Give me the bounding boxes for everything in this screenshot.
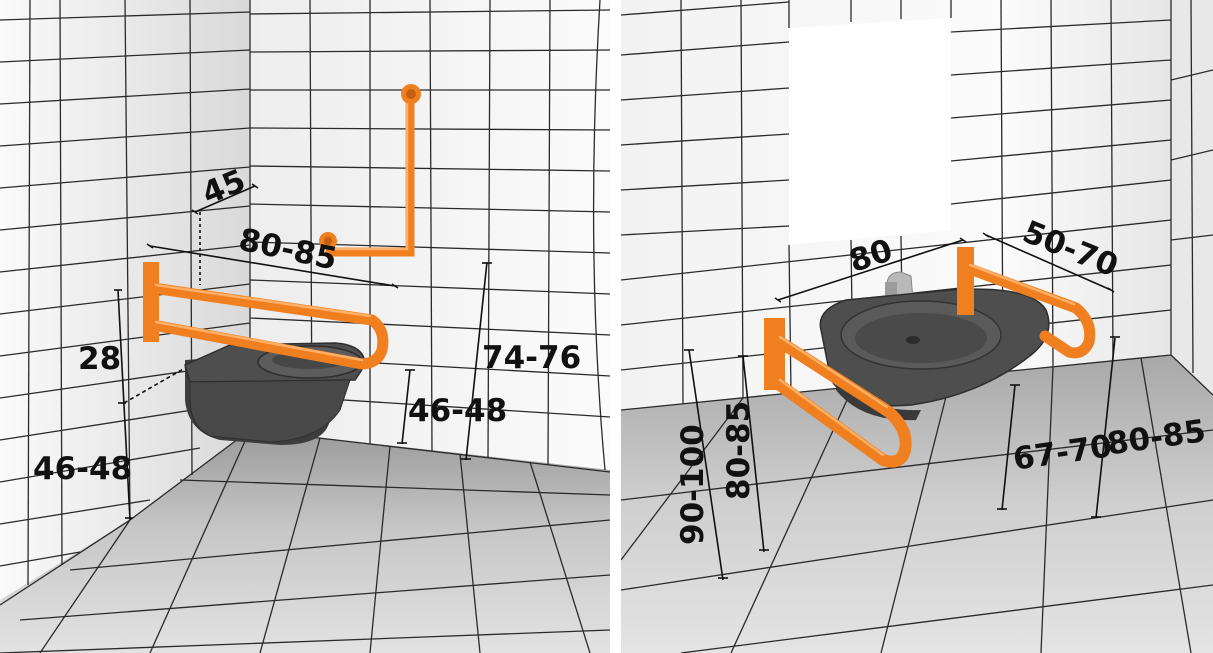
washbasin-dimension-lines [684, 232, 1120, 581]
floor [621, 355, 1213, 653]
toilet-scene: 45 80-85 28 46-48 74-76 46-48 [0, 0, 610, 653]
washbasin-scene: 80 50-70 90-100 80-85 67-70 80-85 [621, 0, 1213, 653]
tile-grid [0, 0, 610, 653]
mirror [789, 18, 951, 245]
toilet-dimension-lines [114, 183, 492, 521]
folding-grab-bar [143, 262, 389, 370]
left-grab-bar [764, 318, 912, 468]
dim-seat-height-side: 46-48 [33, 451, 132, 487]
dim-rail-height: 74-76 [482, 340, 581, 376]
dim-rail-above-seat: 28 [78, 341, 121, 377]
tile-grid [621, 0, 1213, 653]
dim-seat-height-front: 46-48 [408, 393, 507, 429]
dim-rim-height: 80-85 [721, 401, 757, 500]
wall-grab-bar [319, 84, 421, 257]
dim-rail-height: 90-100 [675, 424, 711, 545]
washbasin-panel: 80 50-70 90-100 80-85 67-70 80-85 [621, 0, 1213, 653]
right-grab-bar [957, 247, 1096, 359]
washbasin [819, 288, 1050, 421]
floor [0, 430, 610, 653]
toilet-panel: 45 80-85 28 46-48 74-76 46-48 [0, 0, 610, 653]
